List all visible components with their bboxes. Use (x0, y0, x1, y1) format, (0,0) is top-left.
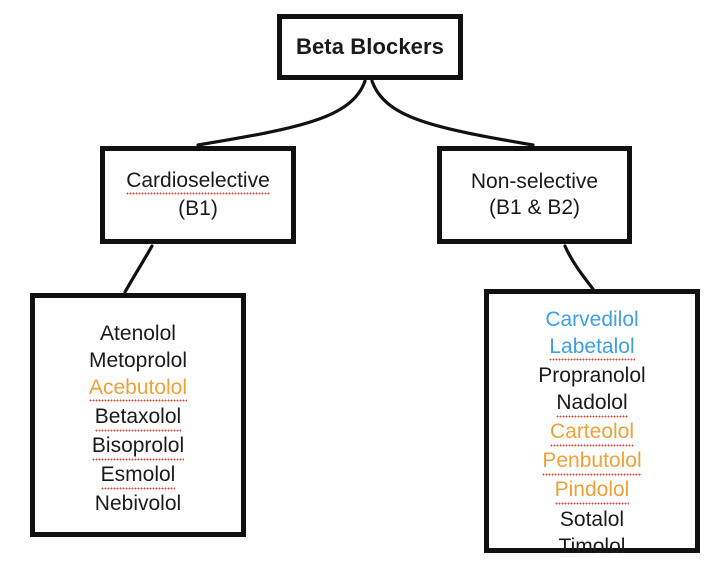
drug-item: Sotalol (559, 507, 625, 531)
connector-cardioselective-to-list (123, 244, 154, 294)
connector-root-to-nonselective (370, 79, 535, 147)
drug-item: Pindolol (554, 476, 630, 506)
drug-item: Penbutolol (542, 447, 642, 477)
drug-item: Timolol (558, 534, 626, 558)
connector-root-to-cardioselective (196, 79, 367, 147)
node-beta-blockers-label: Beta Blockers (295, 33, 445, 59)
drug-item: Esmolol (100, 461, 176, 491)
drug-item: Nadolol (556, 389, 628, 419)
drug-item: Carteolol (549, 418, 635, 448)
drug-item: Acebutolol (88, 374, 188, 404)
node-beta-blockers: Beta Blockers (277, 14, 463, 80)
drug-item: Betaxolol (94, 403, 182, 433)
drug-item: Nebivolol (94, 492, 182, 516)
node-cardioselective-sublabel: (B1) (178, 197, 218, 220)
node-non-selective-label: Non-selective (470, 170, 599, 194)
drug-item: Carvedilol (545, 308, 639, 331)
node-cardioselective-label: Cardioselective (126, 168, 270, 196)
drug-item: Bisoprolol (91, 432, 185, 462)
node-non-selective: Non-selective (B1 & B2) (437, 146, 632, 244)
drug-item: Labetalol (549, 333, 635, 363)
drug-item: Metoprolol (88, 349, 188, 373)
drug-item: Propranolol (538, 364, 646, 388)
connector-nonselective-to-list (563, 244, 595, 291)
node-cardioselective: Cardioselective (B1) (100, 146, 296, 244)
node-non-selective-sublabel: (B1 & B2) (488, 196, 581, 219)
drug-item: Atenolol (100, 322, 176, 345)
